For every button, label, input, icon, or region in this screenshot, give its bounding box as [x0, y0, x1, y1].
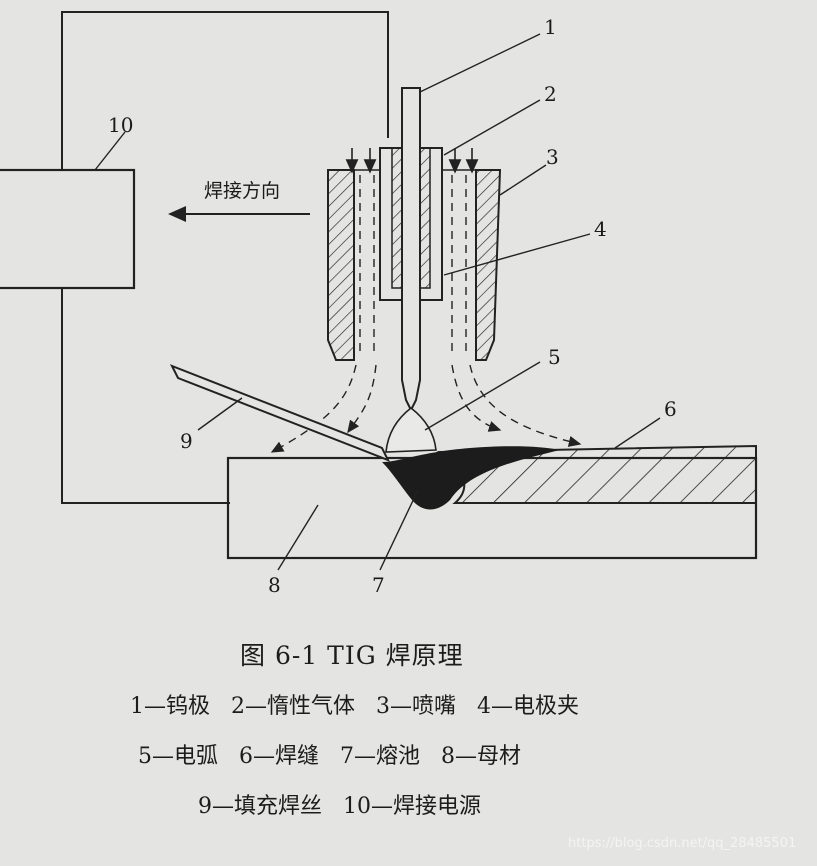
legend-num: 9 — [198, 794, 212, 819]
watermark: https://blog.csdn.net/qq_28485501 — [568, 836, 797, 851]
direction-label: 焊接方向 — [204, 180, 280, 202]
legend-row-2: 5—电弧 6—焊缝 7—熔池 8—母材 — [138, 744, 522, 769]
part-number-5: 5 — [548, 345, 561, 369]
legend-num: 5 — [138, 744, 152, 769]
part-number-8: 8 — [268, 573, 281, 597]
arc — [385, 406, 437, 453]
legend-num: 4 — [477, 694, 491, 719]
legend-text: 喷嘴 — [412, 694, 457, 719]
part-number-3: 3 — [546, 145, 559, 169]
legend-text: 钨极 — [166, 694, 211, 719]
nozzle-left-wall — [327, 169, 355, 361]
legend-num: 10 — [343, 794, 371, 819]
part-number-7: 7 — [372, 573, 385, 597]
part-number-10: 10 — [108, 113, 133, 137]
legend-num: 6 — [239, 744, 253, 769]
legend-num: 7 — [340, 744, 354, 769]
legend-text: 填充焊丝 — [234, 794, 323, 819]
part-number-4: 4 — [594, 217, 607, 241]
legend-text: 电极夹 — [513, 694, 580, 719]
power-source-box — [0, 168, 136, 290]
legend-num: 2 — [231, 694, 245, 719]
legend-num: 1 — [130, 694, 144, 719]
part-number-1: 1 — [544, 15, 557, 39]
legend-text: 母材 — [477, 744, 522, 769]
legend-num: 3 — [376, 694, 390, 719]
part-number-6: 6 — [664, 397, 677, 421]
part-number-9: 9 — [180, 429, 193, 453]
filler-wire — [169, 364, 391, 462]
figure-caption: 图 6-1 TIG 焊原理 — [240, 641, 464, 670]
legend-num: 8 — [441, 744, 455, 769]
legend-text: 电弧 — [174, 744, 219, 769]
legend-text: 熔池 — [376, 744, 421, 769]
legend-row-3: 9—填充焊丝 10—焊接电源 — [198, 794, 482, 819]
molten-pool — [382, 446, 560, 510]
circuit-wire — [61, 11, 389, 170]
legend-text: 惰性气体 — [267, 694, 356, 719]
tungsten-electrode — [401, 87, 421, 413]
legend-row-1: 1—钨极 2—惰性气体 3—喷嘴 4—电极夹 — [130, 694, 580, 719]
legend-text: 焊缝 — [275, 744, 320, 769]
legend-text: 焊接电源 — [393, 794, 482, 819]
circuit-wire-return — [61, 288, 230, 504]
part-number-2: 2 — [544, 82, 557, 106]
